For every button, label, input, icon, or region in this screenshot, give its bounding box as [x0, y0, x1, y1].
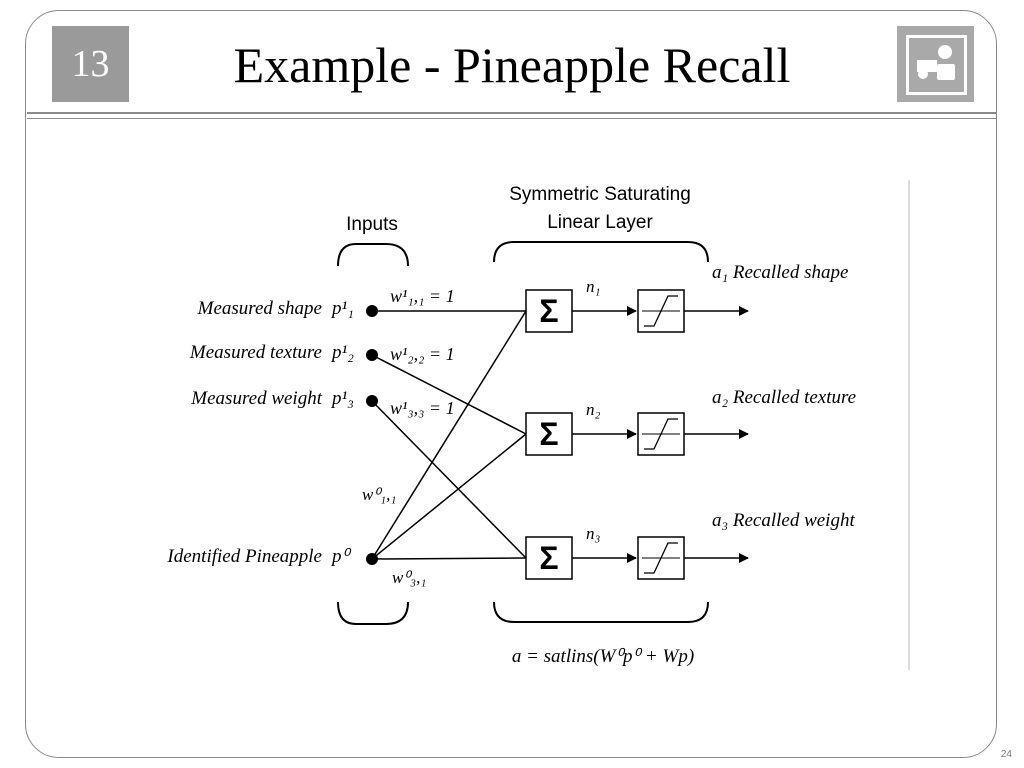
net-input-1: n₁ — [586, 277, 600, 296]
input-label-shape: Measured shape — [197, 298, 322, 319]
weight-label-3: w¹₃,₃ = 1 — [390, 398, 455, 418]
output-label-weight: a₃ Recalled weight — [712, 510, 855, 531]
slide-title: Example - Pineapple Recall — [233, 37, 791, 93]
pineapple-weight-1: w⁰₁,₁ — [362, 485, 396, 504]
weight-label-1: w¹₁,₁ = 1 — [390, 286, 455, 306]
title-rule-thin — [27, 118, 997, 119]
summer-symbol-3: Σ — [539, 540, 558, 576]
output-label-shape: a₁ Recalled shape — [712, 262, 848, 283]
inputs-bottom-brace — [337, 601, 409, 625]
input-symbol-p0: p⁰ — [330, 546, 352, 567]
layer-top-brace — [493, 241, 709, 263]
summer-symbol-1: Σ — [539, 293, 558, 329]
edge-p0-n3 — [371, 557, 527, 560]
inputs-top-brace — [337, 243, 409, 267]
summer-symbol-2: Σ — [539, 416, 558, 452]
satlins-box-3 — [637, 536, 685, 580]
input-label-pineapple: Identified Pineapple — [166, 546, 322, 567]
layer-equation: a = satlins(W⁰p⁰ + Wp) — [512, 646, 694, 667]
summer-box-1 — [525, 289, 573, 333]
summer-box-2 — [525, 412, 573, 456]
input-symbol-p3: p¹₃ — [330, 388, 354, 409]
logo-frame — [906, 35, 967, 95]
input-symbol-p2: p¹₂ — [330, 342, 354, 363]
layer-label-line1: Symmetric Saturating — [509, 184, 691, 205]
layer-label-line2: Linear Layer — [547, 212, 653, 233]
pineapple-weight-3: w⁰₃,₁ — [392, 568, 426, 587]
logo-icon — [897, 26, 974, 102]
input-label-weight: Measured weight — [190, 388, 322, 409]
net-input-2: n₂ — [586, 400, 601, 419]
edge-p2-n2 — [371, 354, 527, 435]
inputs-label: Inputs — [346, 214, 398, 235]
layer-bottom-brace — [493, 601, 709, 623]
net-input-3: n₃ — [586, 524, 601, 543]
page-number: 24 — [1000, 749, 1012, 760]
logo-glyph — [917, 45, 955, 80]
satlins-box-1 — [637, 289, 685, 333]
edge-p3-n3 — [371, 400, 527, 559]
chapter-badge: 13 — [52, 26, 129, 102]
input-label-texture: Measured texture — [189, 342, 322, 363]
weight-label-2: w¹₂,₂ = 1 — [390, 344, 455, 364]
output-label-texture: a₂ Recalled texture — [712, 387, 856, 408]
input-symbol-p1: p¹₁ — [330, 298, 354, 319]
slide-frame — [25, 10, 997, 758]
edge-p0-n2 — [371, 433, 527, 560]
title-rule — [27, 112, 997, 114]
satlins-box-2 — [637, 412, 685, 456]
edge-p0-n1 — [371, 310, 527, 560]
